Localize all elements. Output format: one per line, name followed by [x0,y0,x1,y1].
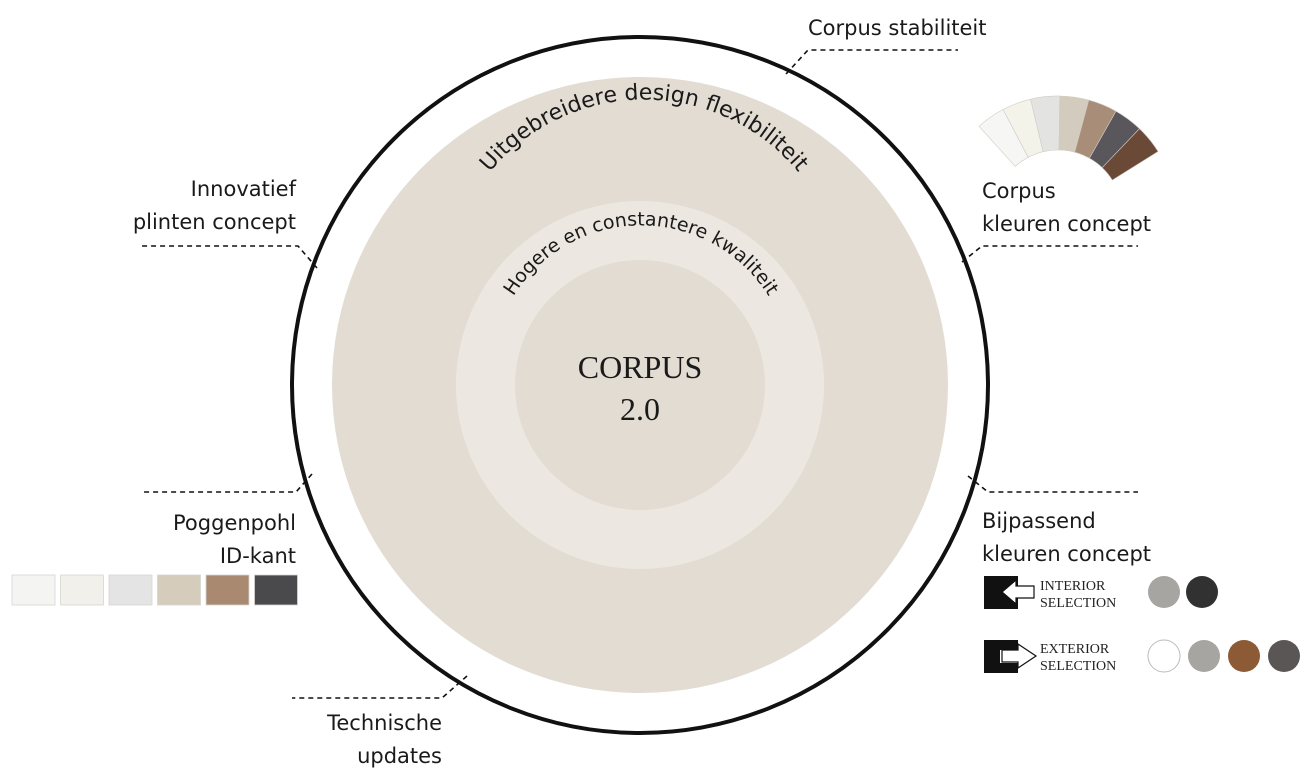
leader-corpus-kleuren [961,245,1138,263]
label-innovatief-line2: plinten concept [133,210,296,234]
interior-color-dots [1148,576,1218,608]
id-kant-swatch [60,574,104,606]
label-innovatief-line1: Innovatief [191,177,297,201]
color-fan [978,95,1159,181]
id-kant-swatch [205,574,250,606]
interior-selection: INTERIOR SELECTION [984,576,1218,611]
leader-technische [292,675,468,699]
id-kant-swatches [11,574,298,606]
label-corpus-kleuren-line2: kleuren concept [982,212,1151,236]
center-title: CORPUS [578,349,703,385]
interior-arrow-icon [1001,578,1035,606]
exterior-color-dot [1268,640,1300,672]
label-poggenpohl-line1: Poggenpohl [173,511,296,535]
exterior-label-line1: EXTERIOR [1040,642,1110,657]
center-subtitle: 2.0 [620,391,660,427]
fan-swatch [1101,128,1159,181]
exterior-color-dots [1147,639,1300,673]
interior-color-dot [1186,576,1218,608]
exterior-selection: EXTERIOR SELECTION [984,639,1300,674]
exterior-color-dot [1228,640,1260,672]
leader-corpus-stabiliteit [785,49,958,75]
leader-lines [142,49,1138,699]
id-kant-swatch [254,574,298,606]
label-corpus-kleuren-line1: Corpus [982,179,1056,203]
label-technische-line2: updates [357,744,442,768]
id-kant-swatch [157,574,201,606]
leader-innovatief [142,245,318,269]
id-kant-swatch [11,574,56,606]
id-kant-swatch [108,574,153,606]
leader-poggenpohl [142,473,313,493]
exterior-color-dot [1188,640,1220,672]
interior-label-line2: SELECTION [1040,596,1116,611]
exterior-arrow-icon [1001,642,1038,670]
label-poggenpohl-line2: ID-kant [220,544,296,568]
label-technische-line1: Technische [326,711,442,735]
leader-bijpassend [967,475,1138,493]
interior-color-dot [1148,576,1180,608]
interior-label-line1: INTERIOR [1040,579,1106,594]
exterior-color-dot [1147,639,1181,673]
label-bijpassend-line1: Bijpassend [982,509,1096,533]
label-corpus-stabiliteit: Corpus stabiliteit [808,16,987,40]
exterior-label-line2: SELECTION [1040,659,1116,674]
label-bijpassend-line2: kleuren concept [982,542,1151,566]
center-core [515,260,765,510]
